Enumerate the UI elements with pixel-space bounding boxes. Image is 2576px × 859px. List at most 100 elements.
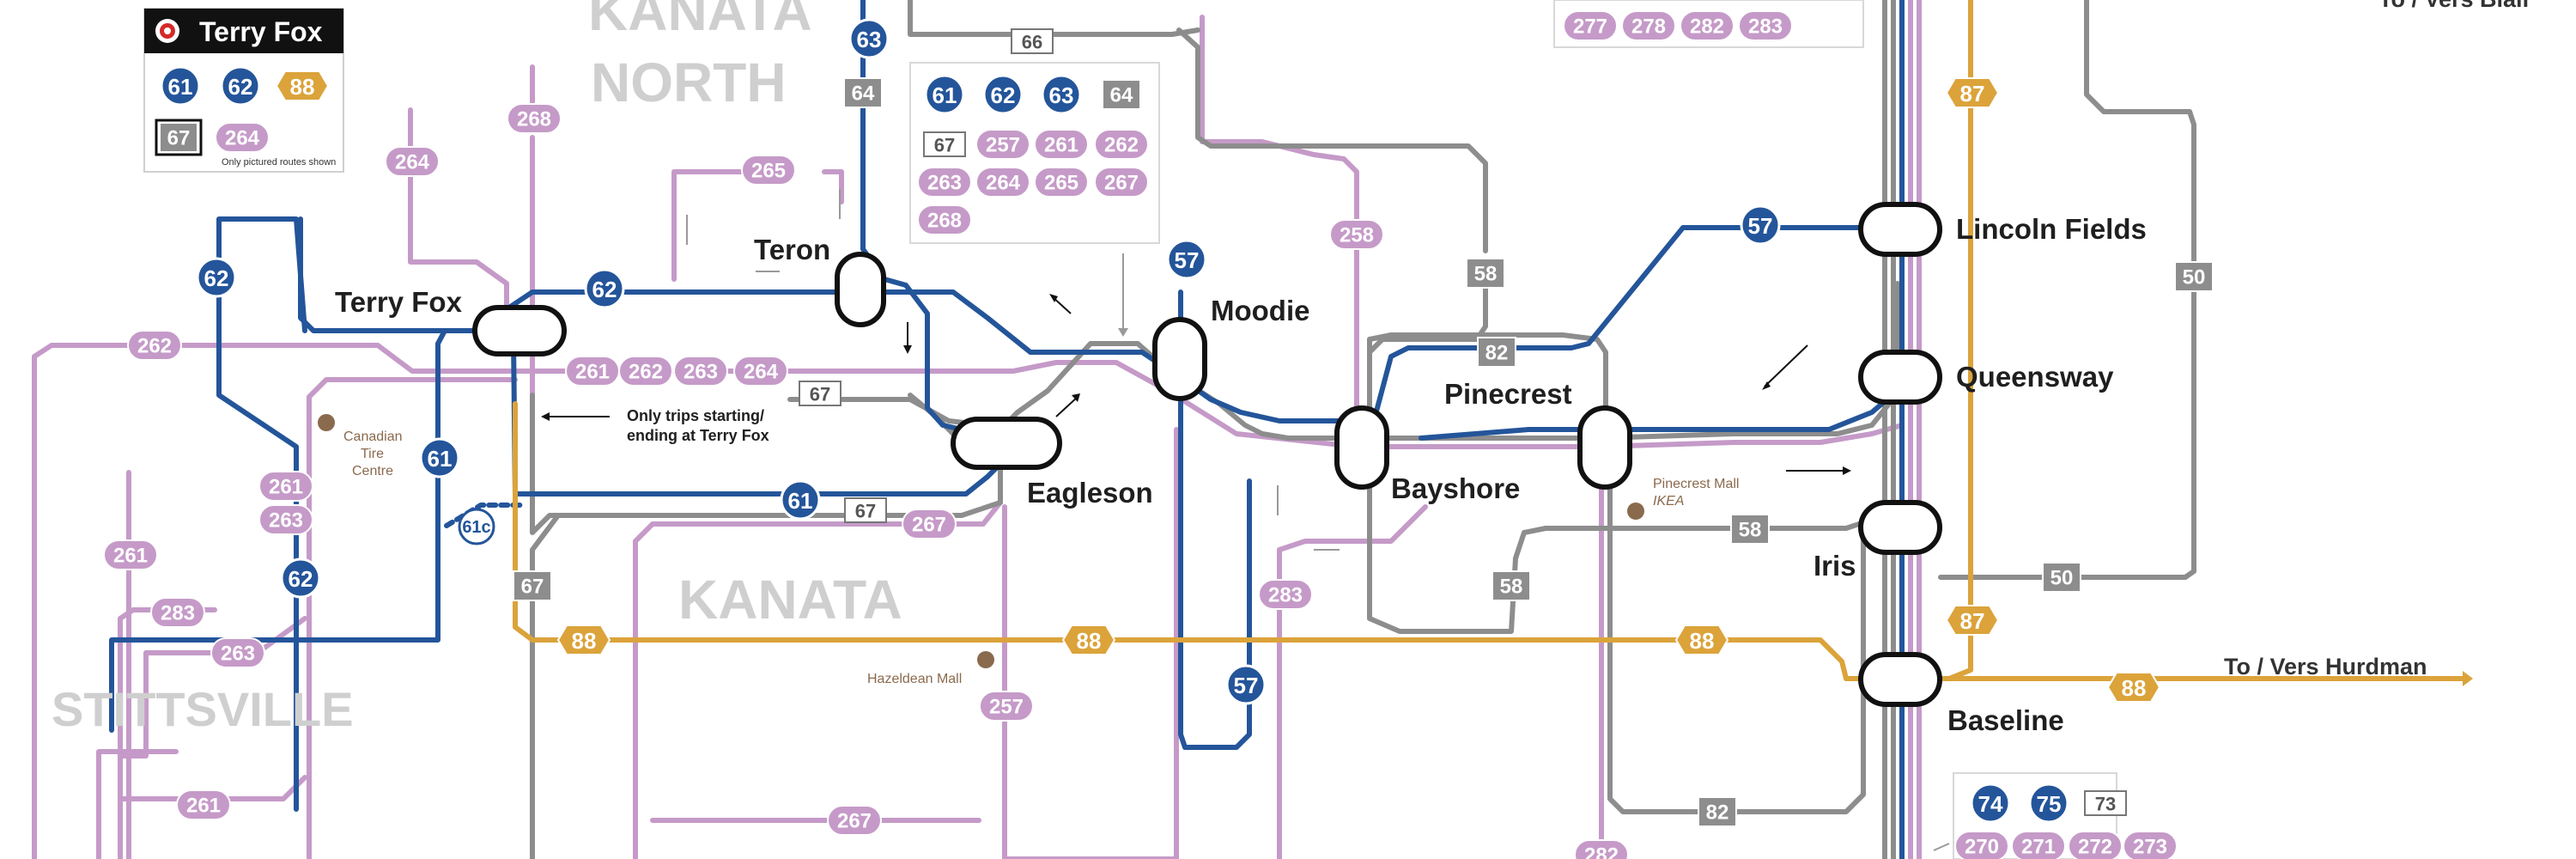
route-tag-r50_bottom[interactable]: 50 bbox=[2042, 562, 2081, 593]
route-tag-r64[interactable]: 64 bbox=[843, 77, 883, 108]
route-box-kanata-north-264[interactable]: 264 bbox=[975, 167, 1030, 198]
route-box-kanata-north-267[interactable]: 267 bbox=[1094, 167, 1149, 198]
arrow-pinecrest-east-head bbox=[1843, 466, 1851, 475]
station-eagleson[interactable] bbox=[951, 417, 1062, 470]
route-line-87 bbox=[1947, 0, 1973, 681]
route-box-top-right-283[interactable]: 283 bbox=[1738, 10, 1793, 41]
legend-grey-route[interactable]: 67 bbox=[159, 122, 198, 153]
route-tag-r261_row[interactable]: 261 bbox=[565, 356, 620, 387]
station-bayshore[interactable] bbox=[1334, 405, 1389, 490]
route-tag-r257[interactable]: 257 bbox=[979, 691, 1034, 722]
route-tag-r263_row[interactable]: 263 bbox=[673, 356, 728, 387]
legend-gold-route[interactable]: 88 bbox=[275, 70, 330, 101]
route-box-kanata-north-64[interactable]: 64 bbox=[1102, 79, 1141, 110]
route-number: 67 bbox=[167, 127, 191, 150]
route-box-top-right-277[interactable]: 277 bbox=[1563, 10, 1618, 41]
route-tag-r62_west[interactable]: 62 bbox=[196, 257, 237, 298]
route-box-baseline-south-271[interactable]: 271 bbox=[2011, 831, 2066, 859]
route-tag-r82_bottom[interactable]: 82 bbox=[1698, 796, 1737, 827]
station-lincoln-fields[interactable] bbox=[1858, 202, 1942, 257]
route-tag-r50_top[interactable]: 50 bbox=[2174, 261, 2214, 292]
legend-rapid-route-2[interactable]: 62 bbox=[220, 65, 261, 107]
route-number: 265 bbox=[751, 160, 786, 183]
route-tag-r258[interactable]: 258 bbox=[1329, 219, 1384, 250]
route-tag-r264[interactable]: 264 bbox=[385, 146, 440, 177]
route-tag-r282_bottom[interactable]: 282 bbox=[1574, 839, 1629, 859]
route-tag-r88_hurdman[interactable]: 88 bbox=[2106, 672, 2161, 703]
route-tag-r67_box[interactable]: 67 bbox=[799, 381, 841, 406]
route-box-kanata-north-67[interactable]: 67 bbox=[923, 131, 966, 157]
route-box-kanata-north-263[interactable]: 263 bbox=[917, 167, 972, 198]
stations: Terry Fox Teron Eagleson Moodie Bayshore… bbox=[335, 202, 2147, 736]
route-tag-r62_terry[interactable]: 62 bbox=[584, 268, 625, 309]
route-box-kanata-north-63[interactable]: 63 bbox=[1041, 74, 1082, 115]
route-tag-r263_col1[interactable]: 263 bbox=[258, 504, 313, 535]
route-tag-r261_col1[interactable]: 261 bbox=[258, 471, 313, 502]
legend-local-route[interactable]: 264 bbox=[215, 122, 270, 153]
route-tag-r57_lincoln[interactable]: 57 bbox=[1740, 204, 1781, 246]
route-box-baseline-south-272[interactable]: 272 bbox=[2068, 831, 2123, 859]
route-tag-r87_bottom[interactable]: 87 bbox=[1945, 605, 2000, 636]
route-tag-r63[interactable]: 63 bbox=[848, 18, 890, 59]
route-tag-r58_mid[interactable]: 58 bbox=[1492, 570, 1531, 601]
route-box-top-right-282[interactable]: 282 bbox=[1680, 10, 1735, 41]
route-box-baseline-south-273[interactable]: 273 bbox=[2123, 831, 2178, 859]
station-teron[interactable] bbox=[835, 252, 886, 327]
route-tag-r57_top[interactable]: 57 bbox=[1166, 239, 1207, 280]
route-number: 64 bbox=[852, 82, 875, 106]
route-tag-r61c[interactable]: 61c bbox=[458, 508, 495, 545]
route-tag-r267_south[interactable]: 267 bbox=[827, 805, 882, 836]
route-box-kanata-north-265[interactable]: 265 bbox=[1034, 167, 1089, 198]
route-tag-r87_top[interactable]: 87 bbox=[1945, 77, 2000, 108]
route-box-kanata-north-261[interactable]: 261 bbox=[1034, 129, 1089, 160]
station-terry-fox[interactable] bbox=[472, 305, 567, 356]
route-number: 283 bbox=[1268, 584, 1303, 607]
route-tag-r88_west[interactable]: 88 bbox=[556, 624, 611, 655]
route-tag-r267_kanata[interactable]: 267 bbox=[902, 509, 957, 539]
route-tag-r261_stitt[interactable]: 261 bbox=[176, 789, 231, 820]
legend-rapid-route-1[interactable]: 61 bbox=[160, 65, 201, 107]
route-tag-r58_iris[interactable]: 58 bbox=[1730, 514, 1770, 545]
route-tag-r61_west[interactable]: 61 bbox=[419, 437, 460, 478]
station-baseline[interactable] bbox=[1858, 652, 1942, 707]
route-box-baseline-south-73[interactable]: 73 bbox=[2084, 790, 2127, 816]
station-label-moodie: Moodie bbox=[1211, 295, 1309, 326]
route-box-baseline-south-270[interactable]: 270 bbox=[1954, 831, 2009, 859]
station-pinecrest[interactable] bbox=[1577, 405, 1632, 490]
route-tag-r67_kanata[interactable]: 67 bbox=[844, 497, 887, 523]
route-tag-r82_top[interactable]: 82 bbox=[1477, 337, 1516, 368]
route-tag-r58_top[interactable]: 58 bbox=[1466, 258, 1505, 289]
route-tag-r261_col2[interactable]: 261 bbox=[103, 539, 158, 570]
station-iris[interactable] bbox=[1858, 500, 1942, 555]
route-box-top-right-278[interactable]: 278 bbox=[1621, 10, 1676, 41]
route-tag-r268[interactable]: 268 bbox=[507, 103, 562, 134]
route-tag-r88_mid[interactable]: 88 bbox=[1061, 624, 1116, 655]
route-box-kanata-north-62[interactable]: 62 bbox=[982, 74, 1024, 115]
route-number: 57 bbox=[1234, 673, 1259, 698]
route-tag-r262_row[interactable]: 262 bbox=[618, 356, 673, 387]
route-box-kanata-north-268[interactable]: 268 bbox=[917, 204, 972, 235]
route-tag-r61_main[interactable]: 61 bbox=[780, 479, 821, 521]
route-box-kanata-north-61[interactable]: 61 bbox=[924, 74, 965, 115]
route-tag-r62_south[interactable]: 62 bbox=[280, 557, 321, 599]
route-tag-r262[interactable]: 262 bbox=[127, 330, 182, 361]
route-tag-r67_grey[interactable]: 67 bbox=[513, 570, 552, 601]
route-box-baseline-south-75[interactable]: 75 bbox=[2028, 783, 2069, 824]
route-tag-r283_stitt[interactable]: 283 bbox=[150, 597, 205, 628]
route-tag-r283_bay[interactable]: 283 bbox=[1258, 579, 1313, 610]
route-box-baseline-south-74[interactable]: 74 bbox=[1970, 783, 2011, 824]
route-tag-r88_east[interactable]: 88 bbox=[1674, 624, 1729, 655]
route-box-kanata-north-262[interactable]: 262 bbox=[1094, 129, 1149, 160]
route-tag-r264_row[interactable]: 264 bbox=[733, 356, 788, 387]
route-number: 264 bbox=[395, 151, 430, 174]
route-tag-r265[interactable]: 265 bbox=[741, 155, 796, 186]
route-tag-r263_stitt[interactable]: 263 bbox=[210, 637, 265, 668]
route-tag-r57_bottom[interactable]: 57 bbox=[1225, 664, 1267, 705]
station-queensway[interactable] bbox=[1858, 350, 1942, 405]
route-box-kanata-north-257[interactable]: 257 bbox=[975, 129, 1030, 160]
station-moodie[interactable] bbox=[1152, 317, 1207, 401]
landmark-dot-hazeldean bbox=[977, 651, 994, 668]
route-number: 273 bbox=[2133, 836, 2167, 859]
route-tag-r66[interactable]: 66 bbox=[1011, 28, 1054, 54]
